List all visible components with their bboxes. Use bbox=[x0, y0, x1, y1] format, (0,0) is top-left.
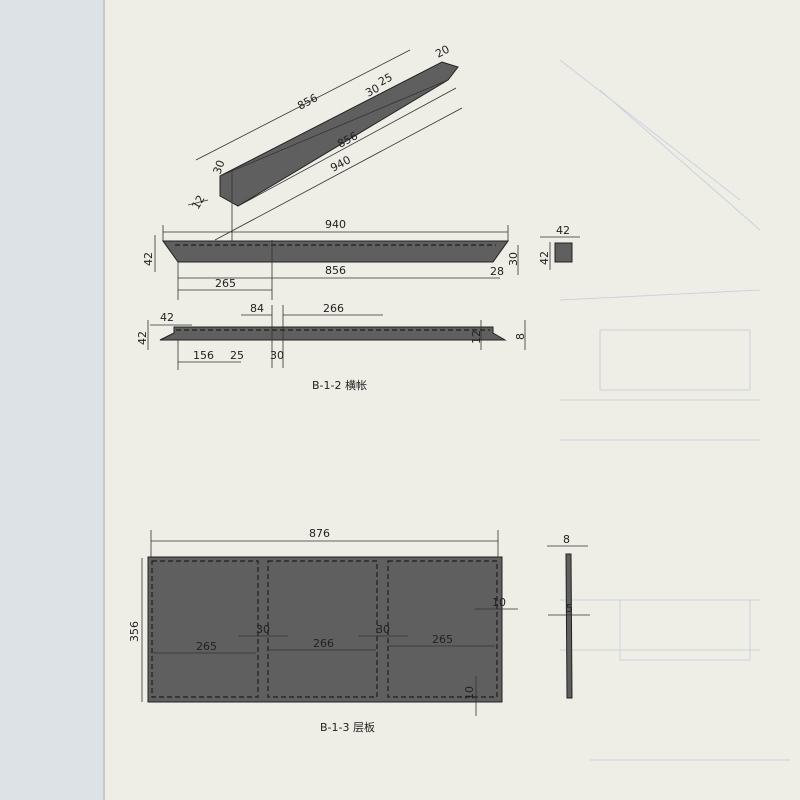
dim-856: 856 bbox=[325, 264, 346, 277]
rail-front-view: 940 42 856 265 30 28 bbox=[142, 218, 520, 300]
dim-10-edge: 10 bbox=[492, 596, 506, 609]
dim-8-thickness: 8 bbox=[563, 533, 570, 546]
dim-30: 30 bbox=[507, 252, 520, 266]
dim-20-iso: 20 bbox=[433, 43, 451, 61]
dim-25-iso: 25 bbox=[376, 71, 394, 89]
dim-30-gap-right: 30 bbox=[376, 623, 390, 636]
dim-940: 940 bbox=[325, 218, 346, 231]
dim-30-iso-end: 30 bbox=[211, 158, 228, 176]
dim-42-height: 42 bbox=[142, 252, 155, 266]
caption-b13: B-1-3 层板 bbox=[320, 720, 375, 734]
left-page bbox=[0, 0, 104, 800]
dim-30-bottom: 30 bbox=[270, 349, 284, 362]
caption-b12: B-1-2 横帐 bbox=[312, 378, 367, 392]
rail-bottom-view: 42 42 84 266 156 25 30 12 8 bbox=[136, 302, 527, 370]
dim-5: 5 bbox=[566, 602, 573, 615]
dim-265-left: 265 bbox=[196, 640, 217, 653]
dim-266-middle: 266 bbox=[313, 637, 334, 650]
dim-266: 266 bbox=[323, 302, 344, 315]
dim-12-iso: 12 bbox=[189, 193, 207, 212]
shelf-plate-side-view: 8 5 bbox=[547, 533, 590, 699]
dim-265: 265 bbox=[215, 277, 236, 290]
dim-42-width: 42 bbox=[556, 224, 570, 237]
dim-28: 28 bbox=[490, 265, 504, 278]
show-through-drawings bbox=[559, 59, 790, 761]
dim-30-iso: 30 bbox=[363, 82, 381, 100]
rail-isometric-view: 856 856 940 30 25 20 30 12 bbox=[187, 43, 463, 245]
dim-42-width-bottom: 42 bbox=[160, 311, 174, 324]
dim-84: 84 bbox=[250, 302, 264, 315]
dim-8: 8 bbox=[514, 333, 527, 340]
dim-30-gap-left: 30 bbox=[256, 623, 270, 636]
dim-42-height-bottom: 42 bbox=[136, 331, 149, 345]
dim-10-bottom-edge: 10 bbox=[463, 686, 476, 700]
dim-42-height-end: 42 bbox=[538, 251, 551, 265]
shelf-plate-view: 876 356 265 266 265 30 30 10 10 bbox=[128, 527, 518, 716]
rail-end-view: 42 42 bbox=[538, 224, 580, 270]
dim-356: 356 bbox=[128, 621, 141, 642]
dim-12: 12 bbox=[470, 330, 483, 344]
dim-25: 25 bbox=[230, 349, 244, 362]
dim-265-right: 265 bbox=[432, 633, 453, 646]
dim-876: 876 bbox=[309, 527, 330, 540]
dim-156: 156 bbox=[193, 349, 214, 362]
